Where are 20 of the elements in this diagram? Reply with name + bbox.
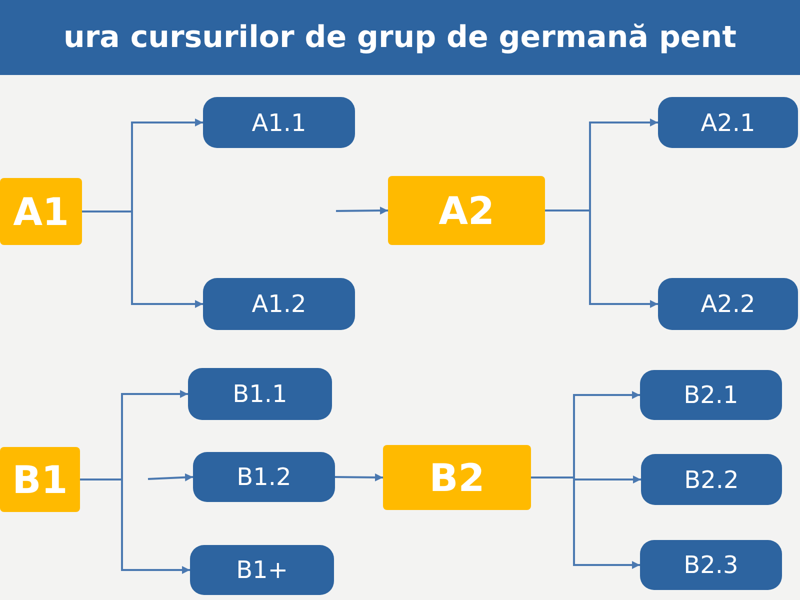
level-box: B2 — [383, 445, 531, 510]
course-box: B1+ — [190, 545, 334, 595]
arrow — [148, 473, 194, 482]
level-box: A1 — [0, 178, 82, 245]
course-box: B2.2 — [641, 454, 782, 505]
course-box: A2.2 — [658, 278, 798, 330]
arrow — [336, 206, 388, 215]
course-box: B2.1 — [640, 370, 782, 420]
arrow — [82, 210, 203, 308]
course-box: B1.2 — [193, 452, 335, 502]
course-box: A2.1 — [658, 97, 798, 148]
level-box: B1 — [0, 447, 80, 512]
course-box: A1.2 — [203, 278, 355, 330]
level-box: A2 — [388, 176, 545, 245]
course-box: B2.3 — [640, 540, 782, 590]
arrow — [80, 478, 190, 574]
title-banner: ura cursurilor de grup de germană pent — [0, 0, 800, 75]
course-box: A1.1 — [203, 97, 355, 148]
course-box: B1.1 — [188, 368, 332, 420]
arrow — [334, 473, 384, 482]
